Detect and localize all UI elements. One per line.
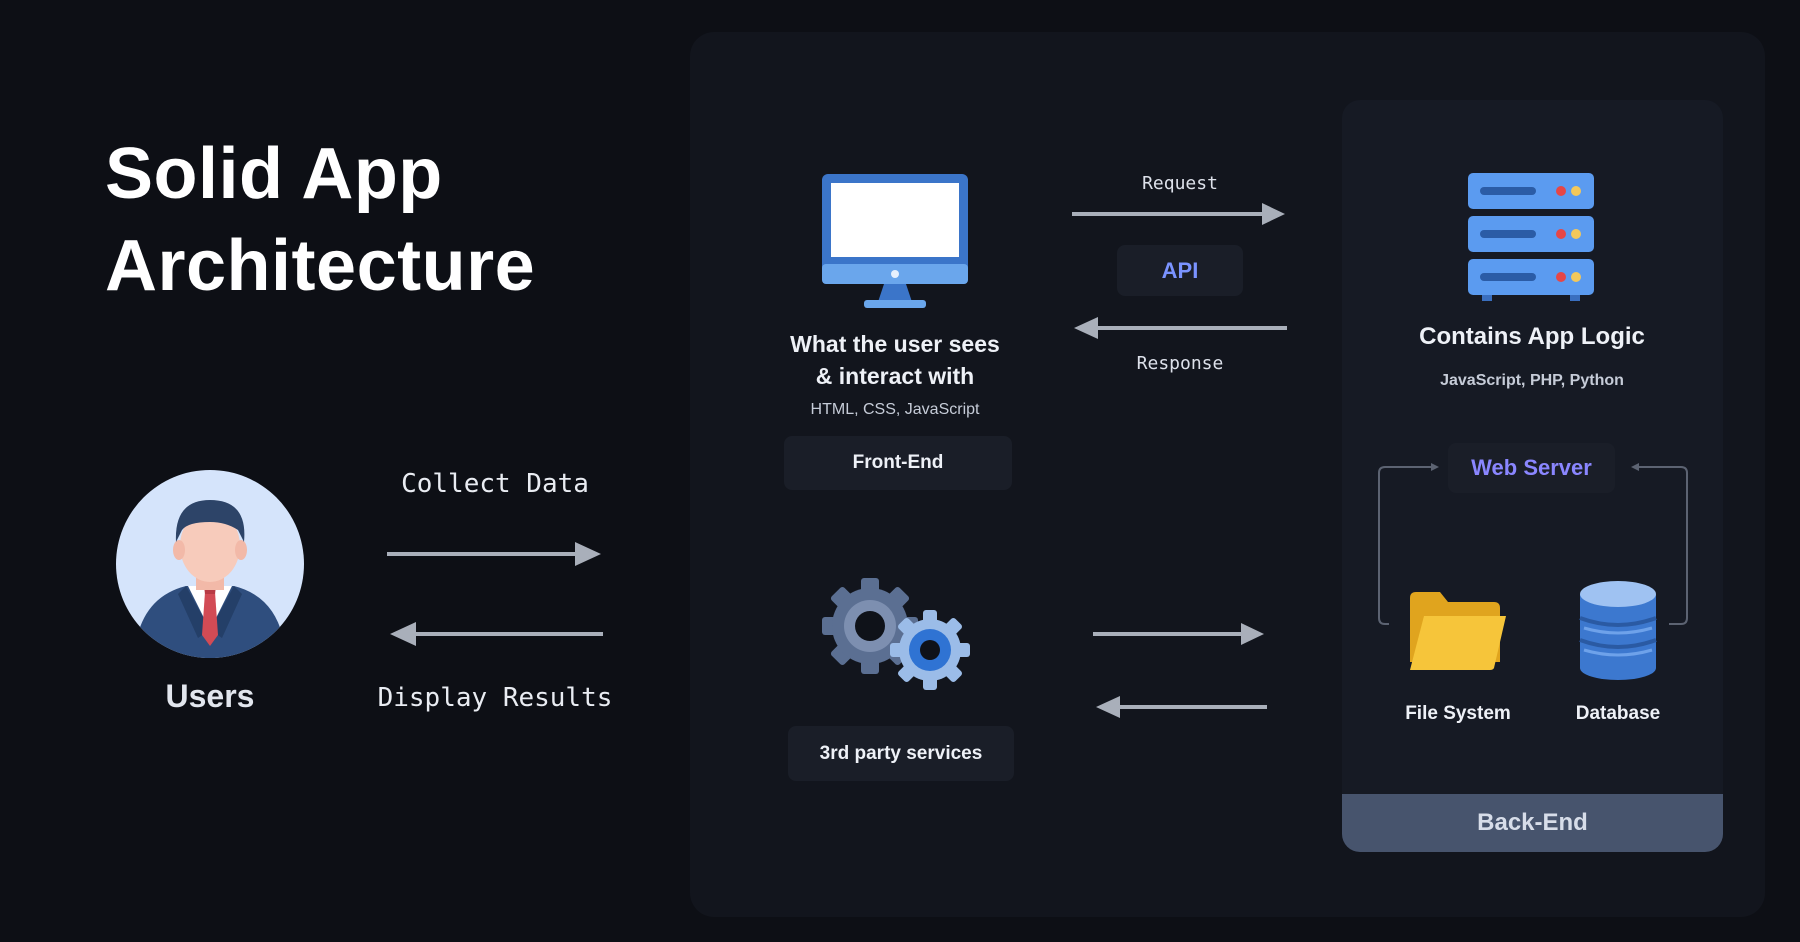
server-icon bbox=[1468, 173, 1594, 301]
request-label: Request bbox=[1142, 173, 1218, 194]
backend-caption: Contains App Logic bbox=[1419, 323, 1645, 350]
response-label: Response bbox=[1136, 353, 1224, 374]
file-system-label: File System bbox=[1405, 703, 1511, 724]
user-avatar-icon bbox=[116, 470, 304, 658]
backend-footer-label: Back-End bbox=[1342, 794, 1723, 852]
title-line-1: Solid App bbox=[105, 134, 443, 214]
frontend-badge: Front-End bbox=[784, 436, 1012, 490]
web-server-connectors bbox=[1378, 463, 1688, 625]
page-title: Solid App Architecture bbox=[105, 128, 535, 312]
gears-icon bbox=[822, 578, 970, 690]
database-icon bbox=[1578, 580, 1658, 682]
third-party-badge: 3rd party services bbox=[788, 726, 1014, 781]
request-arrow bbox=[1072, 203, 1285, 225]
monitor-icon bbox=[822, 174, 968, 312]
backend-tech: JavaScript, PHP, Python bbox=[1440, 372, 1624, 389]
collect-arrow bbox=[387, 542, 601, 566]
frontend-caption-line-1: What the user sees bbox=[790, 331, 1000, 357]
web-server-badge: Web Server bbox=[1448, 443, 1615, 493]
frontend-caption-line-2: & interact with bbox=[815, 363, 975, 389]
response-arrow bbox=[1074, 317, 1287, 339]
database-label: Database bbox=[1575, 703, 1661, 724]
third-party-request-arrow bbox=[1093, 623, 1264, 645]
folder-icon bbox=[1410, 592, 1506, 670]
third-party-response-arrow bbox=[1096, 696, 1267, 718]
collect-data-label: Collect Data bbox=[401, 469, 589, 499]
frontend-caption: What the user sees & interact with bbox=[760, 328, 1030, 392]
frontend-tech: HTML, CSS, JavaScript bbox=[810, 401, 980, 418]
users-label: Users bbox=[165, 678, 255, 714]
display-arrow bbox=[390, 622, 603, 646]
display-results-label: Display Results bbox=[377, 683, 613, 713]
title-line-2: Architecture bbox=[105, 226, 536, 306]
api-badge: API bbox=[1117, 245, 1243, 296]
